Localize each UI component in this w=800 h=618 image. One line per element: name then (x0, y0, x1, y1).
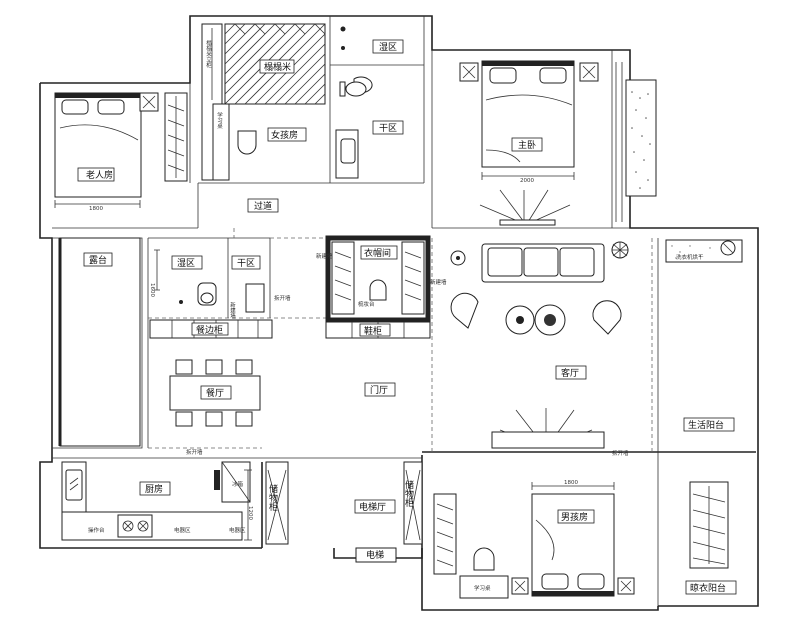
cloakroom: 衣帽间 梳妆台 新建墙 新建墙 鞋柜 (316, 235, 447, 339)
cloakroom-walls (325, 235, 431, 323)
boy-room: 1800 学习桌 男孩房 (433, 480, 635, 599)
sideboard-label: 餐边柜 (196, 324, 223, 336)
room-label-elevator: 电梯 (366, 549, 384, 561)
elevator-hall: 储物柜 储物柜 电梯厅 电梯 拆开墙 (265, 449, 629, 563)
opening-lines (148, 228, 653, 452)
boy-desk (459, 575, 509, 599)
room-label-terrace: 露台 (89, 254, 107, 266)
shoe-cabinet-label: 鞋柜 (364, 325, 382, 337)
room-label-elder: 老人房 (86, 169, 113, 181)
demolish-wall-label-3: 拆开墙 (612, 449, 629, 457)
room-label-elevator-hall: 电梯厅 (359, 501, 386, 513)
mid-bathroom: 湿区 干区 1600 新建墙 拆开墙 餐边柜 (149, 249, 291, 339)
boy-wardrobe (433, 493, 457, 575)
tatami-label: 榻榻米 (264, 61, 291, 73)
boy-desk-chair (473, 547, 495, 571)
dim-boy-bed: 1800 (564, 480, 578, 486)
room-label-girl: 女孩房 (271, 129, 298, 141)
room-label-dry-mid: 干区 (237, 258, 255, 269)
master-bedroom: 主卧 2000 (459, 60, 657, 226)
room-label-boy: 男孩房 (561, 511, 588, 523)
terrace-floor (59, 237, 141, 447)
shower-head-icon (340, 26, 346, 32)
living-room: 客厅 (450, 241, 629, 449)
service-balcony: 洗衣机烘干 生活阳台 (665, 239, 743, 432)
room-label-wet-mid: 湿区 (177, 258, 195, 269)
new-wall-label-3: 新建墙 (430, 278, 447, 286)
armchair-right (592, 300, 622, 335)
cooktop (117, 514, 153, 538)
dim-wet-zone: 1600 (149, 283, 155, 297)
kitchen: 操作台 电器区 冰箱 电器区 1200 厨房 拆开墙 (61, 448, 253, 541)
master-tv-unit (479, 189, 571, 226)
demolish-wall-label-2: 拆开墙 (186, 448, 203, 456)
room-label-wet-top: 湿区 (379, 42, 397, 53)
top-bathroom: 湿区 干区 (335, 26, 404, 179)
girl-room: 榻榻米 榻榻米立柜 学习桌 女孩房 (201, 23, 326, 181)
study-desk-label: 学习桌 (216, 111, 223, 130)
dining-room: 餐厅 (169, 359, 261, 427)
shower-valve-icon (341, 46, 345, 50)
room-label-dry-top: 干区 (379, 123, 397, 134)
girl-room-chair (237, 130, 257, 155)
appliance-zone-label-2: 电器区 (229, 526, 246, 534)
room-label-cloakroom: 衣帽间 (364, 247, 391, 259)
storage-cabinet-label: 储物柜 (267, 483, 278, 512)
washer-dryer-label: 洗衣机烘干 (676, 253, 704, 261)
room-label-kitchen: 厨房 (145, 483, 163, 495)
corridor: 过道 (247, 198, 279, 213)
demolish-wall-label: 拆开墙 (274, 294, 291, 302)
dim-master-bed: 2000 (520, 178, 534, 184)
dressing-table-label: 梳妆台 (358, 300, 375, 308)
fridge-label: 冰箱 (232, 480, 244, 488)
new-wall-label: 新建墙 (229, 301, 236, 320)
elevator-box (355, 547, 397, 563)
vanity-stool (369, 279, 387, 301)
vanity-mid (245, 283, 265, 313)
terrace: 露台 (58, 237, 141, 447)
storage-cabinet-label-2: 储物柜 (403, 479, 414, 508)
elder-room: 老人房 1800 (54, 92, 188, 212)
tatami-cabinet-label: 榻榻米立柜 (205, 39, 212, 69)
dim-kitchen: 1200 (247, 506, 253, 520)
room-label-corridor: 过道 (254, 200, 272, 212)
armchair-left (450, 292, 479, 329)
room-label-service-balcony: 生活阳台 (688, 419, 724, 431)
drying-balcony: 晾衣阳台 (685, 481, 737, 595)
room-label-dining: 餐厅 (206, 387, 224, 399)
room-label-foyer: 门厅 (370, 384, 388, 396)
elder-pillow-left (61, 99, 89, 115)
prep-zone-label: 操作台 (88, 526, 105, 534)
living-tv-unit (491, 408, 605, 449)
elder-bed-headboard (55, 93, 141, 98)
room-label-drying-balcony: 晾衣阳台 (690, 582, 726, 594)
dim-elder-bed: 1800 (89, 206, 103, 212)
boy-desk-label: 学习桌 (474, 584, 491, 592)
new-wall-label-2: 新建墙 (316, 252, 333, 260)
study-desk-girl (212, 103, 230, 181)
foyer: 门厅 (364, 382, 396, 397)
master-wardrobe (625, 79, 657, 197)
room-label-master: 主卧 (518, 139, 536, 151)
elder-pillow-right (97, 99, 125, 115)
room-label-living: 客厅 (561, 367, 579, 379)
appliance-zone-label: 电器区 (174, 526, 191, 534)
